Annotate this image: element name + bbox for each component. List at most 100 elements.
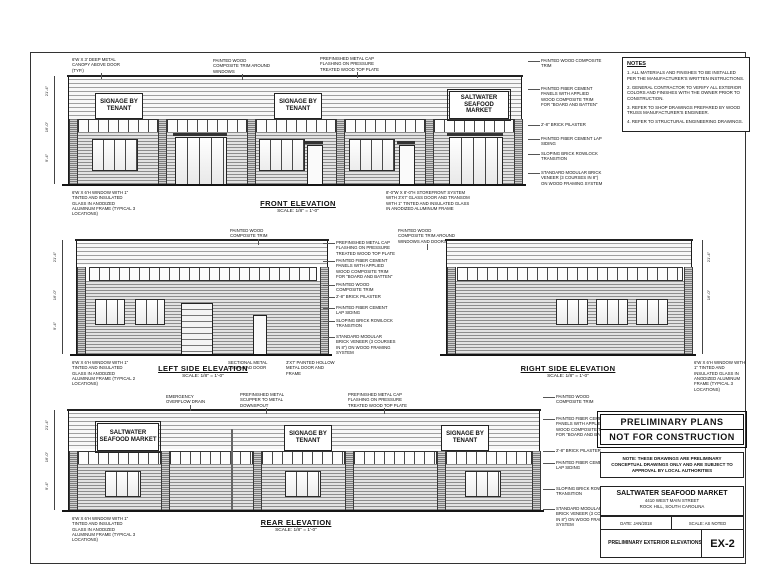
project-address-1: 4410 WEST MAIN STREET <box>644 498 700 503</box>
right-side-elevation-drawing <box>445 239 693 356</box>
ground-line <box>62 510 544 512</box>
transom-window-band <box>457 267 683 281</box>
dimension-label: 16'-0" <box>44 452 49 463</box>
brick-pilaster <box>158 119 167 185</box>
window <box>135 299 165 325</box>
downspout <box>231 429 233 511</box>
dimension-label: 16'-0" <box>706 290 711 301</box>
annotation-overflow-drain: EMERGENCY OVERFLOW DRAIN <box>166 394 214 411</box>
market-sign-panel: SALTWATER SEAFOOD MARKET <box>95 421 161 453</box>
note-item: 1. ALL MATERIALS AND FINISHES TO BE INST… <box>627 70 745 81</box>
note-item: 3. REFER TO SHOP DRAWINGS PREPARED BY WO… <box>627 104 741 116</box>
dimension-line <box>702 240 703 354</box>
brick-pilaster <box>320 267 329 355</box>
drawing-title-left-side: LEFT SIDE ELEVATION SCALE: 1/8" = 1'-0" <box>143 364 263 379</box>
parapet-cap <box>75 239 329 241</box>
annotation-cap-flashing: PREFINISHED METAL CAP FLASHING ON PRESSU… <box>320 56 394 79</box>
annotation-pilaster: 2'-8" BRICK PILASTER <box>528 122 603 127</box>
window <box>556 299 588 325</box>
annotation-lap-siding: PAINTED FIBER CEMENT LAP SIDING <box>543 460 616 471</box>
tenant-sign-panel: SIGNAGE BY TENANT <box>95 93 143 119</box>
dimension-label: 21'-4" <box>44 420 49 431</box>
dimension-label: 21'-4" <box>44 86 49 97</box>
metal-canopy <box>397 141 415 144</box>
annotation-overhead-door: SECTIONAL METAL OVERHEAD DOOR <box>228 360 268 371</box>
transom-window-band <box>89 267 317 281</box>
left-side-elevation-title: LEFT SIDE ELEVATION <box>158 364 248 373</box>
transom-window-band <box>78 119 158 133</box>
titleblock-date: DATE: JAN/2018 <box>600 516 672 530</box>
annotation-trim: PAINTED WOOD COMPOSITE TRIM <box>323 282 396 293</box>
annotation-window: 6'W X 6'H WINDOW WITH 1" TINTED AND INSU… <box>72 360 136 387</box>
annotation-rowlock: SLOPING BRICK ROWLOCK TRANSITION <box>323 318 396 329</box>
annotation-trim-windows: PAINTED WOOD COMPOSITE TRIM AROUND WINDO… <box>213 58 270 81</box>
dimension-label: 16'-0" <box>44 122 49 133</box>
annotation-hm-door: 3'X7' PAINTED HOLLOW METAL DOOR AND FRAM… <box>286 360 335 376</box>
left-side-elevation-drawing <box>75 239 329 356</box>
dimension-label: 9'-4" <box>44 154 49 162</box>
transom-window-band <box>262 451 345 465</box>
dimension-label: 16'-0" <box>52 290 57 301</box>
transom-window-band <box>354 451 437 465</box>
annotation-window: 6'W X 6'H WINDOW WITH 1" TINTED AND INSU… <box>694 360 746 392</box>
stamp-line-2: NOT FOR CONSTRUCTION <box>609 432 735 442</box>
brick-pilaster <box>684 267 693 355</box>
overhead-door <box>181 303 213 356</box>
disclaimer-note: NOTE: THESE DRAWINGS ARE PRELIMINARY CON… <box>600 452 744 479</box>
titleblock-scale: SCALE: AS NOTED <box>671 516 744 530</box>
brick-pilaster <box>69 451 78 511</box>
lap-siding-band <box>77 243 327 265</box>
dimension-label: 9'-4" <box>44 482 49 490</box>
rear-elevation-drawing: SALTWATER SEAFOOD MARKET SIGNAGE BY TENA… <box>67 409 541 512</box>
parapet-cap <box>67 409 541 411</box>
brick-pilaster <box>253 451 262 511</box>
annotation-cap-flashing: PREFINISHED METAL CAP FLASHING ON PRESSU… <box>323 240 396 256</box>
glass-door <box>399 145 415 186</box>
annotation-rowlock: SLOPING BRICK ROWLOCK TRANSITION <box>528 151 603 162</box>
annotation-trim: PAINTED WOOD COMPOSITE TRIM <box>543 394 616 405</box>
storefront-entry <box>449 137 503 186</box>
window <box>105 471 141 497</box>
brick-pilaster <box>161 451 170 511</box>
rear-elevation-scale: SCALE: 1/8" = 1'-0" <box>275 528 317 533</box>
left-side-elevation-scale: SCALE: 1/8" = 1'-0" <box>182 374 224 379</box>
preliminary-stamp: PRELIMINARY PLANS NOT FOR CONSTRUCTION <box>597 411 747 448</box>
annotation-storefront: 8'-0"W X 8'-0"H STOREFRONT SYSTEM WITH 3… <box>386 190 470 212</box>
window <box>465 471 501 497</box>
rear-elevation-title: REAR ELEVATION <box>260 518 332 527</box>
notes-title: NOTES <box>627 61 646 67</box>
metal-canopy <box>447 133 503 136</box>
annotation-rowlock: SLOPING BRICK ROWLOCK TRANSITION <box>543 486 616 497</box>
notes-block: NOTES 1. ALL MATERIALS AND FINISHES TO B… <box>622 57 750 132</box>
window <box>259 139 305 171</box>
market-sign-panel: SALTWATER SEAFOOD MARKET <box>447 89 511 121</box>
glass-door <box>307 145 323 186</box>
sheet-border <box>30 52 746 564</box>
annotation-brick-veneer: STANDARD MODULAR BRICK VENEER (3 COURSES… <box>543 506 616 528</box>
brick-pilaster <box>447 267 456 355</box>
annotation-pilaster: 2'-8" BRICK PILASTER <box>323 294 396 299</box>
project-block: SALTWATER SEAFOOD MARKET 4410 WEST MAIN … <box>600 486 744 516</box>
right-side-elevation-scale: SCALE: 1/8" = 1'-0" <box>547 374 589 379</box>
brick-pilaster <box>437 451 446 511</box>
annotation-trim: PAINTED WOOD COMPOSITE TRIM <box>230 228 285 245</box>
brick-pilaster <box>345 451 354 511</box>
transom-window-band <box>78 451 161 465</box>
window <box>285 471 321 497</box>
ground-line <box>62 184 526 186</box>
dimension-label: 21'-4" <box>706 252 711 263</box>
brick-pilaster <box>77 267 86 355</box>
annotation-brick-veneer: STANDARD MODULAR BRICK VENEER (3 COURSES… <box>323 334 396 356</box>
project-address-2: ROCK HILL, SOUTH CAROLINA <box>639 504 705 509</box>
tenant-sign-panel: SIGNAGE BY TENANT <box>441 425 489 451</box>
annotation-trim: PAINTED WOOD COMPOSITE TRIM <box>528 58 602 69</box>
metal-canopy <box>305 141 323 144</box>
tenant-sign-panel: SIGNAGE BY TENANT <box>274 93 322 119</box>
annotation-trim-windows-doors: PAINTED WOOD COMPOSITE TRIM AROUND WINDO… <box>398 228 455 251</box>
front-elevation-drawing: SIGNAGE BY TENANT SIGNAGE BY TENANT SALT… <box>67 75 523 186</box>
transom-window-band <box>167 119 247 133</box>
hollow-metal-door <box>253 315 267 356</box>
window <box>95 299 125 325</box>
transom-window-band <box>434 119 514 133</box>
